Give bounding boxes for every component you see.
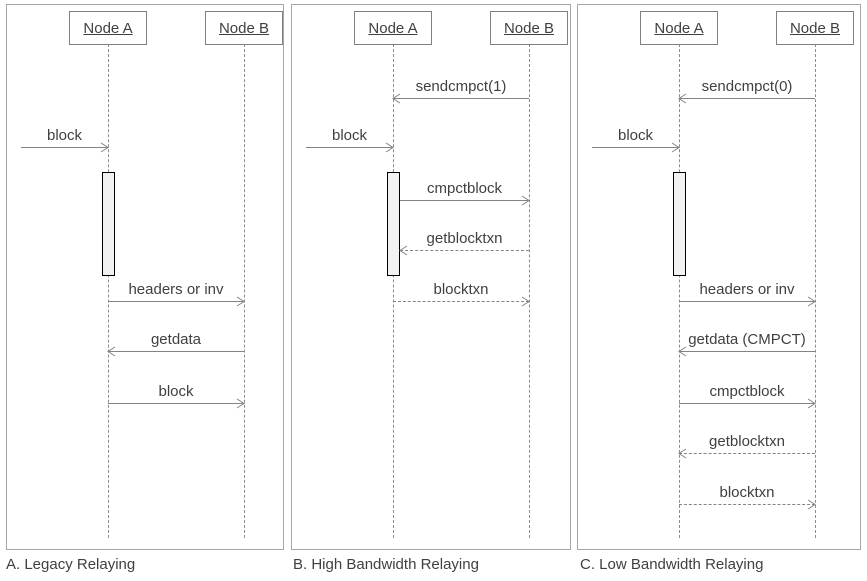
- actor-node-b-label: Node B: [218, 19, 270, 37]
- arrowhead-right-icon: [385, 142, 394, 153]
- arrowhead-left-icon: [678, 93, 687, 104]
- message-arrow: [678, 346, 815, 357]
- caption-high-bandwidth-relaying: B. High Bandwidth Relaying: [293, 556, 479, 573]
- lifeline-node-b: [244, 44, 245, 538]
- message-arrow: [678, 93, 815, 104]
- arrowhead-right-icon: [521, 195, 530, 206]
- panel-high-bandwidth-relaying: Node A Node B sendcmpct(1) block cmpctbl…: [291, 4, 571, 550]
- activation-bar: [387, 172, 400, 276]
- arrowhead-left-icon: [107, 346, 116, 357]
- actor-node-a: Node A: [69, 11, 147, 45]
- arrowhead-right-icon: [807, 499, 816, 510]
- actor-node-a-label: Node A: [368, 19, 418, 37]
- message-arrow: [400, 195, 530, 206]
- arrowhead-left-icon: [399, 245, 408, 256]
- message-block: block: [108, 383, 245, 409]
- panel-low-bandwidth-relaying: Node A Node B sendcmpct(0) block headers…: [577, 4, 861, 550]
- message-arrow: [108, 296, 245, 307]
- message-cmpctblock: cmpctblock: [400, 180, 530, 206]
- message-arrow: [678, 448, 815, 459]
- message-arrow: [107, 346, 244, 357]
- arrowhead-right-icon: [807, 296, 816, 307]
- lifeline-node-b: [815, 44, 816, 538]
- activation-bar: [102, 172, 115, 276]
- arrowhead-right-icon: [521, 296, 530, 307]
- actor-node-b-label: Node B: [503, 19, 555, 37]
- message-headers-or-inv: headers or inv: [108, 281, 245, 307]
- actor-node-a: Node A: [640, 11, 718, 45]
- message-block-incoming: block: [592, 127, 680, 153]
- actor-node-b: Node B: [776, 11, 854, 45]
- message-sendcmpct-0: sendcmpct(0): [678, 78, 815, 104]
- message-arrow: [108, 398, 245, 409]
- message-cmpctblock: cmpctblock: [679, 383, 816, 409]
- message-arrow: [679, 296, 816, 307]
- message-block-incoming: block: [306, 127, 394, 153]
- arrowhead-left-icon: [678, 448, 687, 459]
- arrowhead-left-icon: [678, 346, 687, 357]
- arrowhead-right-icon: [671, 142, 680, 153]
- message-arrow: [679, 398, 816, 409]
- arrowhead-left-icon: [392, 93, 401, 104]
- message-getdata: getdata: [107, 331, 244, 357]
- actor-node-a-label: Node A: [83, 19, 133, 37]
- caption-low-bandwidth-relaying: C. Low Bandwidth Relaying: [580, 556, 764, 573]
- actor-node-a: Node A: [354, 11, 432, 45]
- activation-bar: [673, 172, 686, 276]
- panel-legacy-relaying: Node A Node B block headers or inv getda…: [6, 4, 284, 550]
- lifeline-node-a: [393, 44, 394, 538]
- message-blocktxn: blocktxn: [679, 484, 816, 510]
- actor-node-b: Node B: [490, 11, 568, 45]
- lifeline-node-b: [529, 44, 530, 538]
- message-arrow: [392, 93, 529, 104]
- message-arrow: [679, 499, 816, 510]
- message-arrow: [21, 142, 109, 153]
- arrowhead-right-icon: [236, 296, 245, 307]
- message-sendcmpct-1: sendcmpct(1): [392, 78, 529, 104]
- arrowhead-right-icon: [807, 398, 816, 409]
- message-getblocktxn: getblocktxn: [678, 433, 815, 459]
- message-arrow: [393, 296, 530, 307]
- message-block-incoming: block: [21, 127, 109, 153]
- message-blocktxn: blocktxn: [393, 281, 530, 307]
- message-getdata-cmpct: getdata (CMPCT): [678, 331, 815, 357]
- message-arrow: [306, 142, 394, 153]
- actor-node-b: Node B: [205, 11, 283, 45]
- message-headers-or-inv: headers or inv: [679, 281, 816, 307]
- actor-node-a-label: Node A: [654, 19, 704, 37]
- lifeline-node-a: [679, 44, 680, 538]
- message-getblocktxn: getblocktxn: [399, 230, 529, 256]
- message-arrow: [399, 245, 529, 256]
- lifeline-node-a: [108, 44, 109, 538]
- caption-legacy-relaying: A. Legacy Relaying: [6, 556, 136, 573]
- arrowhead-right-icon: [100, 142, 109, 153]
- arrowhead-right-icon: [236, 398, 245, 409]
- message-arrow: [592, 142, 680, 153]
- actor-node-b-label: Node B: [789, 19, 841, 37]
